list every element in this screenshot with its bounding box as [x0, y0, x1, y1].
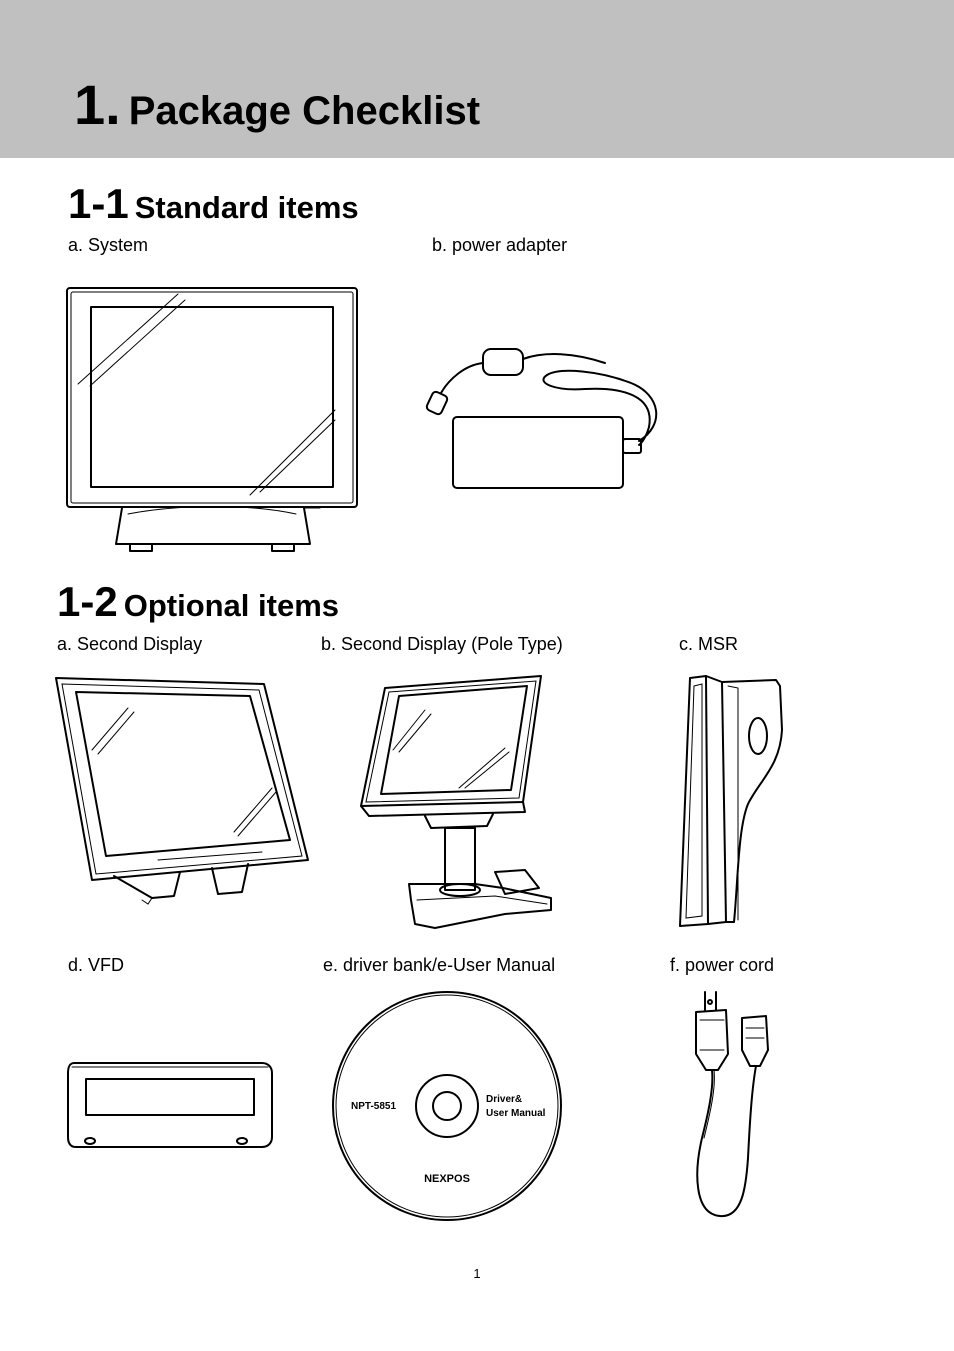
item-label-second-display: a. Second Display — [57, 634, 203, 654]
section-title: Standard items — [134, 190, 359, 225]
chapter-banner — [0, 0, 954, 158]
item-label-msr: c. MSR — [679, 634, 739, 654]
power-cord-icon — [695, 991, 769, 1218]
driver-cd-icon: NPT-5851 Driver& User Manual NEXPOS — [332, 991, 562, 1221]
pole-display-icon — [360, 675, 552, 929]
item-label-driver-cd: e. driver bank/e-User Manual — [323, 955, 556, 975]
touch-monitor-icon — [66, 287, 358, 552]
chapter-heading: 1.Package Checklist — [74, 72, 480, 137]
power-adapter-icon — [425, 348, 658, 489]
section-number: 1-1 — [68, 180, 129, 227]
vfd-display-icon — [67, 1062, 273, 1148]
disc-brand-logo: NEXPOS — [424, 1173, 470, 1185]
disc-model-text: NPT-5851 — [351, 1101, 396, 1112]
disc-line1-text: Driver& — [486, 1094, 522, 1105]
item-label-vfd: d. VFD — [68, 955, 125, 975]
chapter-number: 1. — [74, 73, 121, 136]
chapter-title: Package Checklist — [128, 89, 481, 133]
msr-reader-icon — [679, 675, 783, 927]
page-number: 1 — [473, 1266, 481, 1281]
item-label-power-adapter: b. power adapter — [432, 235, 568, 255]
section-number: 1-2 — [57, 578, 118, 625]
second-display-icon — [55, 677, 309, 905]
section-title: Optional items — [123, 588, 340, 623]
disc-line2-text: User Manual — [486, 1108, 546, 1119]
item-label-pole-display: b. Second Display (Pole Type) — [321, 634, 563, 654]
item-label-system: a. System — [68, 235, 149, 255]
item-label-power-cord: f. power cord — [670, 955, 775, 975]
